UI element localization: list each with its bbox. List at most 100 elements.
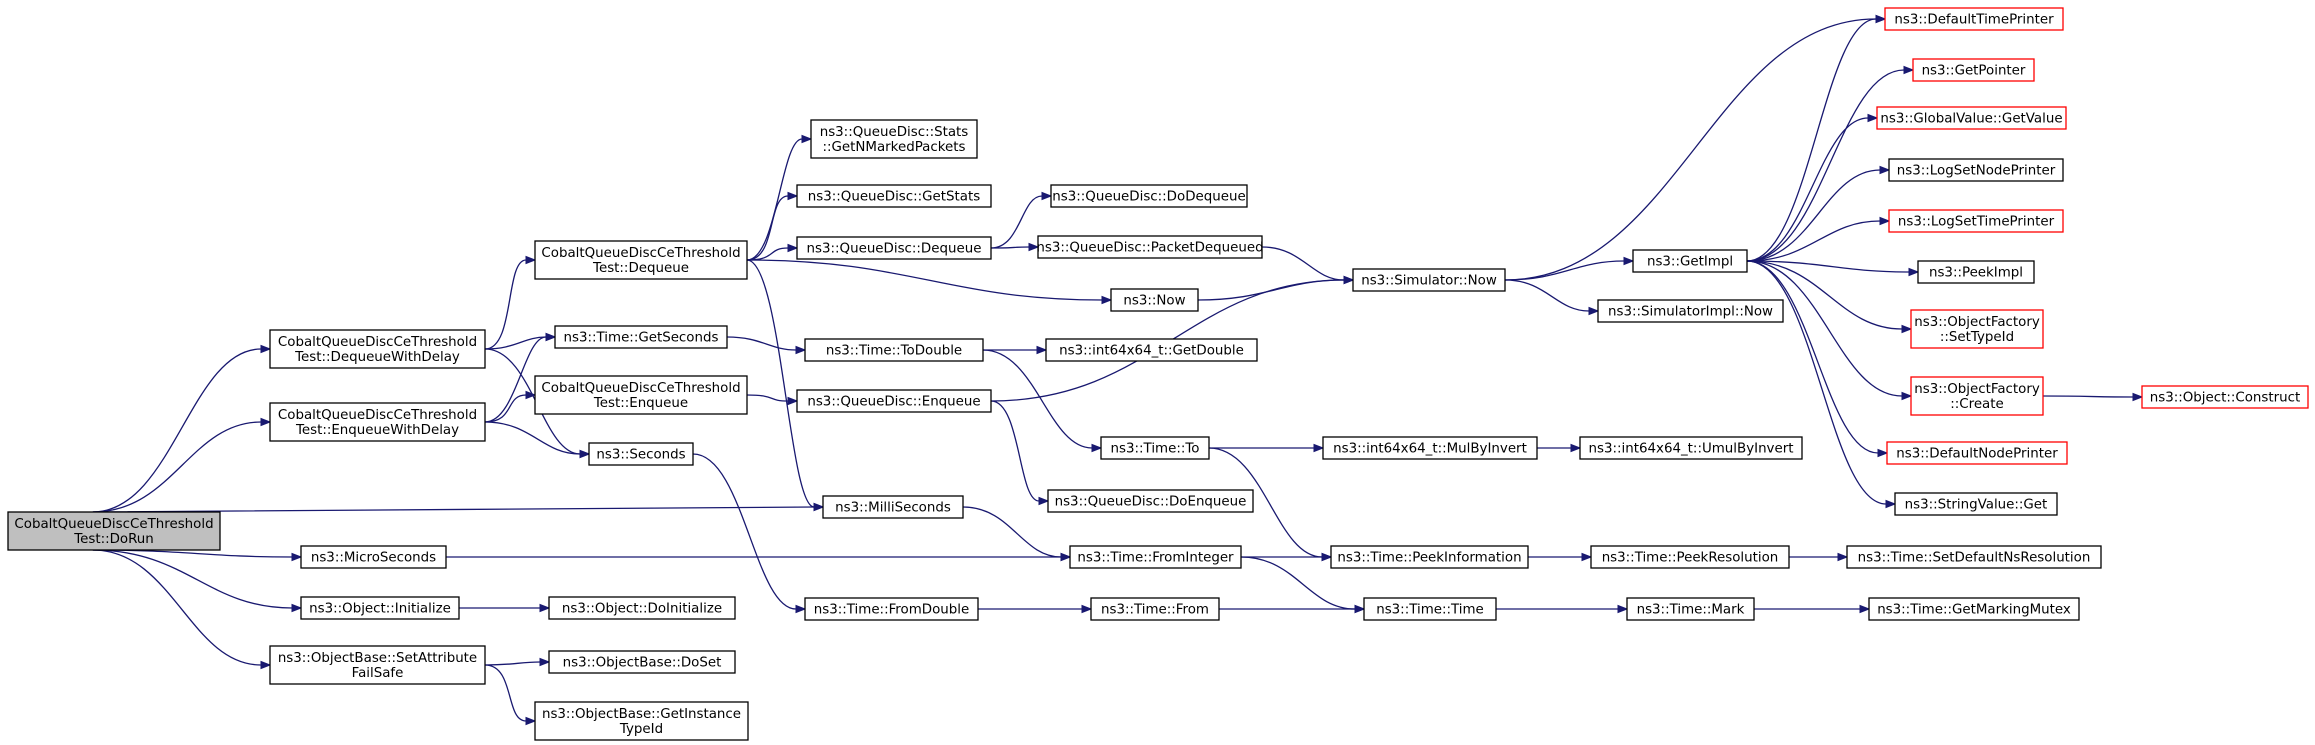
node-box bbox=[822, 495, 964, 519]
node-box bbox=[269, 402, 486, 442]
node-timePeekInfo[interactable]: ns3::Time::PeekInformation bbox=[1330, 545, 1529, 569]
node-statsMarked[interactable]: ns3::QueueDisc::Stats::GetNMarkedPackets bbox=[810, 119, 978, 159]
node-objInitialize[interactable]: ns3::Object::Initialize bbox=[300, 596, 460, 620]
node-enqueueWithDelay[interactable]: CobaltQueueDiscCeThresholdTest::EnqueueW… bbox=[269, 402, 486, 442]
node-qdDoEnqueue[interactable]: ns3::QueueDisc::DoEnqueue bbox=[1047, 489, 1254, 513]
edge-timeToDouble-to-timeTo bbox=[982, 349, 1093, 449]
node-dequeueWithDelay[interactable]: CobaltQueueDiscCeThresholdTest::DequeueW… bbox=[269, 329, 486, 369]
node-getPointer[interactable]: ns3::GetPointer bbox=[1912, 58, 2035, 82]
node-now[interactable]: ns3::Now bbox=[1110, 288, 1199, 312]
node-milliSeconds[interactable]: ns3::MilliSeconds bbox=[822, 495, 964, 519]
arrowhead bbox=[1901, 391, 1913, 401]
node-seconds[interactable]: ns3::Seconds bbox=[588, 442, 694, 466]
node-defaultTimePrinter[interactable]: ns3::DefaultTimePrinter bbox=[1884, 7, 2064, 31]
node-defaultNodePrinter[interactable]: ns3::DefaultNodePrinter bbox=[1886, 441, 2068, 465]
arrowhead bbox=[1570, 443, 1582, 453]
node-label: ns3::SimulatorImpl::Now bbox=[1608, 305, 1773, 320]
node-timeGetSeconds[interactable]: ns3::Time::GetSeconds bbox=[554, 325, 728, 349]
node-box bbox=[1917, 260, 2035, 284]
node-label: ns3::QueueDisc::DoDequeue bbox=[1052, 190, 1245, 205]
node-box bbox=[796, 236, 992, 260]
node-label: ns3::Object::DoInitialize bbox=[562, 602, 722, 617]
node-label: ns3::ObjectFactory bbox=[1914, 315, 2040, 330]
node-box bbox=[1100, 436, 1210, 460]
edge-setAttrFailSafe-to-getInstanceTypeId bbox=[484, 664, 527, 722]
node-qdGetStats[interactable]: ns3::QueueDisc::GetStats bbox=[796, 184, 992, 208]
node-label: ns3::GlobalValue::GetValue bbox=[1880, 112, 2062, 127]
node-label: ns3::StringValue::Get bbox=[1905, 498, 2048, 513]
node-int64MulByInvert[interactable]: ns3::int64x64_t::MulByInvert bbox=[1322, 436, 1538, 460]
node-peekImpl[interactable]: ns3::PeekImpl bbox=[1917, 260, 2035, 284]
node-timeMark[interactable]: ns3::Time::Mark bbox=[1626, 597, 1755, 621]
node-timePeekResolution[interactable]: ns3::Time::PeekResolution bbox=[1590, 545, 1790, 569]
node-objectConstruct[interactable]: ns3::Object::Construct bbox=[2141, 385, 2309, 409]
node-label: CobaltQueueDiscCeThreshold bbox=[14, 517, 213, 532]
node-simulatorNow[interactable]: ns3::Simulator::Now bbox=[1352, 268, 1506, 292]
arrowhead bbox=[1588, 306, 1600, 316]
node-logSetTimePrinter[interactable]: ns3::LogSetTimePrinter bbox=[1888, 209, 2064, 233]
node-qdEnqueue[interactable]: ns3::QueueDisc::Enqueue bbox=[796, 389, 992, 413]
arrowhead bbox=[1875, 14, 1887, 24]
arrowhead bbox=[1879, 216, 1891, 226]
node-timeGetMarkingMutex[interactable]: ns3::Time::GetMarkingMutex bbox=[1868, 597, 2080, 621]
node-getImpl[interactable]: ns3::GetImpl bbox=[1632, 249, 1748, 273]
arrowhead bbox=[795, 345, 807, 355]
node-box bbox=[554, 325, 728, 349]
node-globalValueGetValue[interactable]: ns3::GlobalValue::GetValue bbox=[1876, 106, 2067, 130]
node-label: ns3::Now bbox=[1123, 294, 1185, 309]
arrowhead bbox=[260, 417, 272, 427]
node-timeTo[interactable]: ns3::Time::To bbox=[1100, 436, 1210, 460]
node-label: ns3::Time::PeekInformation bbox=[1337, 551, 1521, 566]
node-layer: CobaltQueueDiscCeThresholdTest::DoRunCob… bbox=[7, 7, 2309, 741]
arrowhead bbox=[1901, 324, 1913, 334]
node-objDoSet[interactable]: ns3::ObjectBase::DoSet bbox=[548, 650, 736, 674]
node-objFactoryCreate[interactable]: ns3::ObjectFactory::Create bbox=[1910, 376, 2044, 416]
edge-getImpl-to-objFactorySetTypeId bbox=[1746, 260, 1903, 330]
node-box bbox=[1069, 545, 1242, 569]
node-objDoInitialize[interactable]: ns3::Object::DoInitialize bbox=[548, 596, 736, 620]
node-box bbox=[1846, 545, 2102, 569]
node-box bbox=[1579, 436, 1803, 460]
node-stringValueGet[interactable]: ns3::StringValue::Get bbox=[1894, 492, 2058, 516]
arrowhead bbox=[525, 390, 537, 400]
node-label: ns3::Time::From bbox=[1101, 603, 1209, 618]
node-timeFromDouble[interactable]: ns3::Time::FromDouble bbox=[804, 597, 979, 621]
edge-qdEnqueue-to-qdDoEnqueue bbox=[990, 400, 1040, 502]
node-timeSetDefaultNsRes[interactable]: ns3::Time::SetDefaultNsResolution bbox=[1846, 545, 2102, 569]
node-objFactorySetTypeId[interactable]: ns3::ObjectFactory::SetTypeId bbox=[1910, 309, 2044, 349]
node-label: ns3::GetPointer bbox=[1922, 64, 2026, 79]
node-label: ::Create bbox=[1950, 397, 2004, 412]
edge-ccDequeue-to-milliSeconds bbox=[746, 259, 815, 508]
edge-getImpl-to-stringValueGet bbox=[1746, 260, 1887, 505]
arrowhead bbox=[1885, 499, 1897, 509]
node-timeToDouble[interactable]: ns3::Time::ToDouble bbox=[804, 338, 984, 362]
node-microSeconds[interactable]: ns3::MicroSeconds bbox=[300, 545, 447, 569]
node-timeFrom[interactable]: ns3::Time::From bbox=[1090, 597, 1220, 621]
node-box bbox=[1363, 597, 1497, 621]
node-simImplNow[interactable]: ns3::SimulatorImpl::Now bbox=[1597, 299, 1784, 323]
node-qdPacketDequeued[interactable]: ns3::QueueDisc::PacketDequeued bbox=[1036, 235, 1264, 259]
arrowhead bbox=[1908, 267, 1920, 277]
edge-milliSeconds-to-timeFromInteger bbox=[962, 506, 1062, 558]
node-box bbox=[1886, 441, 2068, 465]
node-logSetNodePrinter[interactable]: ns3::LogSetNodePrinter bbox=[1888, 158, 2064, 182]
node-box bbox=[1330, 545, 1529, 569]
node-timeTime[interactable]: ns3::Time::Time bbox=[1363, 597, 1497, 621]
node-qdDequeue[interactable]: ns3::QueueDisc::Dequeue bbox=[796, 236, 992, 260]
node-label: ns3::Time::ToDouble bbox=[826, 344, 962, 359]
node-label: Test::Enqueue bbox=[593, 396, 688, 411]
arrowhead bbox=[525, 716, 537, 726]
node-label: ns3::LogSetNodePrinter bbox=[1897, 164, 2056, 179]
node-box bbox=[1868, 597, 2080, 621]
node-timeFromInteger[interactable]: ns3::Time::FromInteger bbox=[1069, 545, 1242, 569]
node-int64GetDouble[interactable]: ns3::int64x64_t::GetDouble bbox=[1045, 338, 1258, 362]
node-box bbox=[796, 184, 992, 208]
node-qdDoDequeue[interactable]: ns3::QueueDisc::DoDequeue bbox=[1050, 184, 1248, 208]
node-int64UmulByInvert[interactable]: ns3::int64x64_t::UmulByInvert bbox=[1579, 436, 1803, 460]
arrowhead bbox=[1867, 113, 1879, 123]
